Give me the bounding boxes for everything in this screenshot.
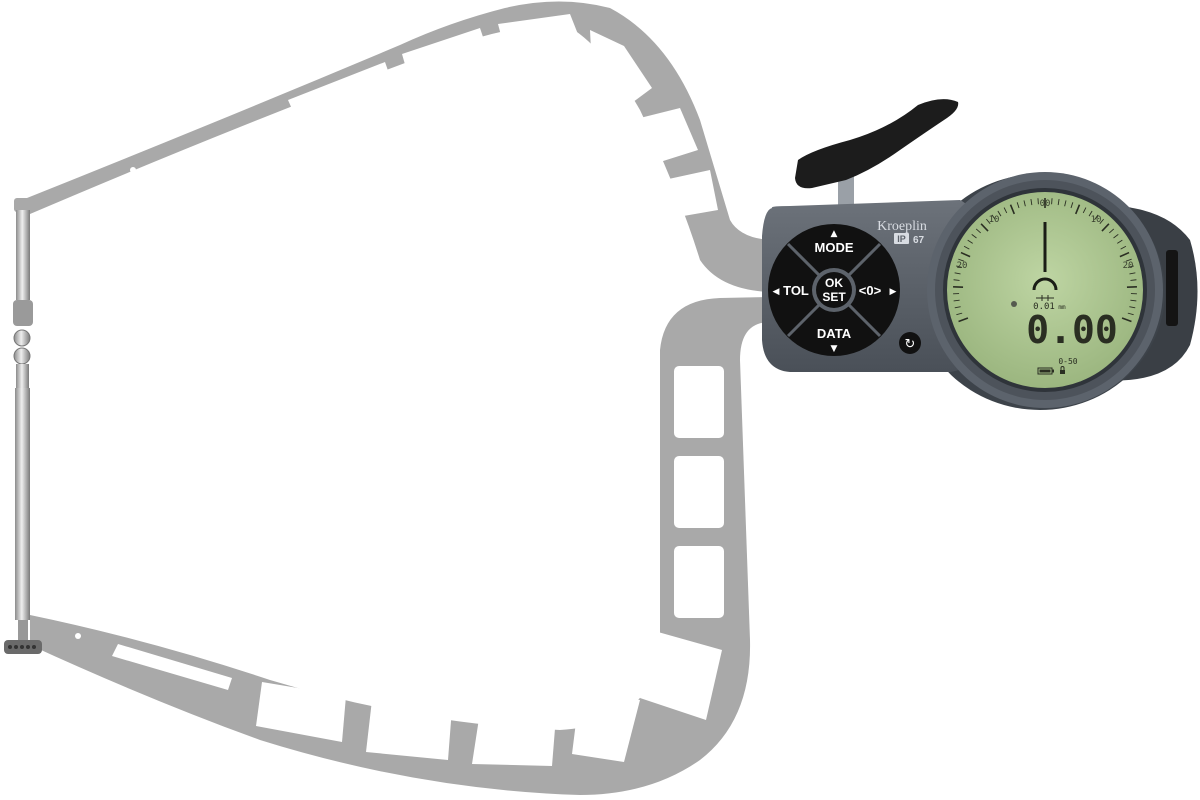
svg-text:SET: SET — [822, 290, 846, 304]
scale-tick — [953, 279, 960, 281]
retract-lever[interactable] — [795, 99, 959, 214]
scale-tick — [956, 265, 963, 268]
power-icon: ↻ — [905, 337, 916, 352]
scale-label-left-upper: 10 — [989, 215, 1000, 225]
pointer-hub-icon — [1032, 277, 1058, 291]
analog-scale — [953, 198, 1137, 323]
lower-arm — [30, 297, 770, 795]
scale-tick — [954, 306, 961, 309]
scale-tick — [1082, 207, 1087, 214]
scale-tick — [1064, 200, 1067, 207]
scale-tick — [1088, 210, 1093, 217]
range-label: 0-50 — [1058, 357, 1077, 366]
scale-tick — [1130, 279, 1137, 281]
scale-tick — [971, 234, 977, 239]
svg-text:67: 67 — [913, 235, 925, 246]
scale-tick — [986, 218, 991, 225]
scale-tick — [1070, 202, 1074, 209]
battery-icon — [1037, 367, 1054, 375]
scale-tick — [1113, 234, 1119, 239]
scale-tick — [1074, 204, 1081, 215]
scale-tick — [1127, 265, 1134, 268]
resolution-indicator: 0.01 mm — [1033, 295, 1066, 312]
svg-text:mm: mm — [1058, 304, 1066, 311]
scale-tick — [1130, 299, 1137, 302]
ok-set-button[interactable]: OK SET — [816, 272, 852, 308]
scale-tick — [1117, 239, 1123, 244]
keypad: ▲ MODE DATA ▼ ◀ TOL <0> ▶ OK SET — [768, 224, 900, 356]
scale-tick — [967, 239, 973, 244]
scale-label-right-lower: 20 — [1123, 261, 1134, 271]
scale-tick — [960, 251, 971, 258]
svg-text:TOL: TOL — [783, 283, 809, 298]
scale-tick — [980, 223, 989, 232]
tol-button[interactable]: ◀ TOL — [773, 283, 809, 298]
scale-tick — [1057, 199, 1060, 206]
scale-tick — [1101, 223, 1110, 232]
scale-tick — [1129, 272, 1136, 275]
scale-tick — [1121, 317, 1132, 323]
lower-arm-cutouts — [75, 366, 724, 766]
zero-button[interactable]: <0> ▶ — [859, 283, 897, 298]
scale-tick — [958, 258, 965, 262]
scale-tick — [963, 245, 970, 250]
brand-logo: Kroeplin — [877, 219, 927, 234]
svg-text:0.01: 0.01 — [1033, 302, 1055, 312]
scale-tick — [1094, 214, 1099, 220]
data-button[interactable]: DATA ▼ — [817, 326, 852, 354]
grip-clip — [1166, 250, 1178, 326]
upper-arm — [22, 1, 770, 292]
scale-tick — [1120, 245, 1127, 250]
scale-tick — [1125, 258, 1132, 262]
scale-tick — [1129, 306, 1136, 309]
caliper-frame — [22, 1, 770, 795]
tol-arrow-icon: ◀ — [773, 287, 780, 297]
scale-tick — [956, 312, 963, 316]
measuring-rod — [4, 198, 42, 654]
mode-arrow-icon: ▲ — [831, 229, 838, 239]
lcd-display: 00 10 10 20 20 0.01 mm 0.00 0-50 — [943, 188, 1147, 392]
svg-text:OK: OK — [825, 276, 843, 290]
main-reading: 0.00 — [1026, 308, 1118, 352]
ip-rating-badge: IP 67 — [894, 233, 925, 246]
scale-label-left-lower: 20 — [957, 261, 968, 271]
scale-tick — [1023, 200, 1026, 207]
mode-button[interactable]: ▲ MODE — [815, 229, 854, 255]
upper-arm-cutouts — [130, 14, 718, 218]
data-arrow-icon: ▼ — [831, 344, 838, 354]
scale-tick — [1003, 207, 1008, 214]
scale-tick — [1119, 251, 1130, 258]
scale-tick — [953, 299, 960, 302]
scale-tick — [997, 210, 1002, 217]
scale-tick — [1009, 204, 1016, 215]
scale-tick — [954, 272, 961, 275]
svg-text:IP: IP — [897, 234, 906, 244]
scale-label-top: 00 — [1040, 199, 1051, 209]
scale-tick — [1127, 312, 1134, 316]
svg-text:MODE: MODE — [815, 240, 854, 255]
scale-label-right-upper: 10 — [1091, 215, 1102, 225]
scale-tick — [1030, 199, 1033, 206]
scale-tick — [975, 228, 981, 234]
scale-tick — [1109, 228, 1115, 234]
contact-point — [4, 620, 42, 654]
svg-text:<0>: <0> — [859, 283, 882, 298]
power-button[interactable]: ↻ — [899, 332, 921, 354]
status-dot — [1011, 301, 1017, 307]
scale-tick — [991, 214, 996, 220]
scale-tick — [1099, 218, 1104, 225]
scale-tick — [958, 317, 969, 323]
zero-arrow-icon: ▶ — [890, 287, 897, 297]
lock-icon — [1060, 366, 1065, 374]
scale-tick — [1016, 202, 1020, 209]
svg-text:DATA: DATA — [817, 326, 852, 341]
